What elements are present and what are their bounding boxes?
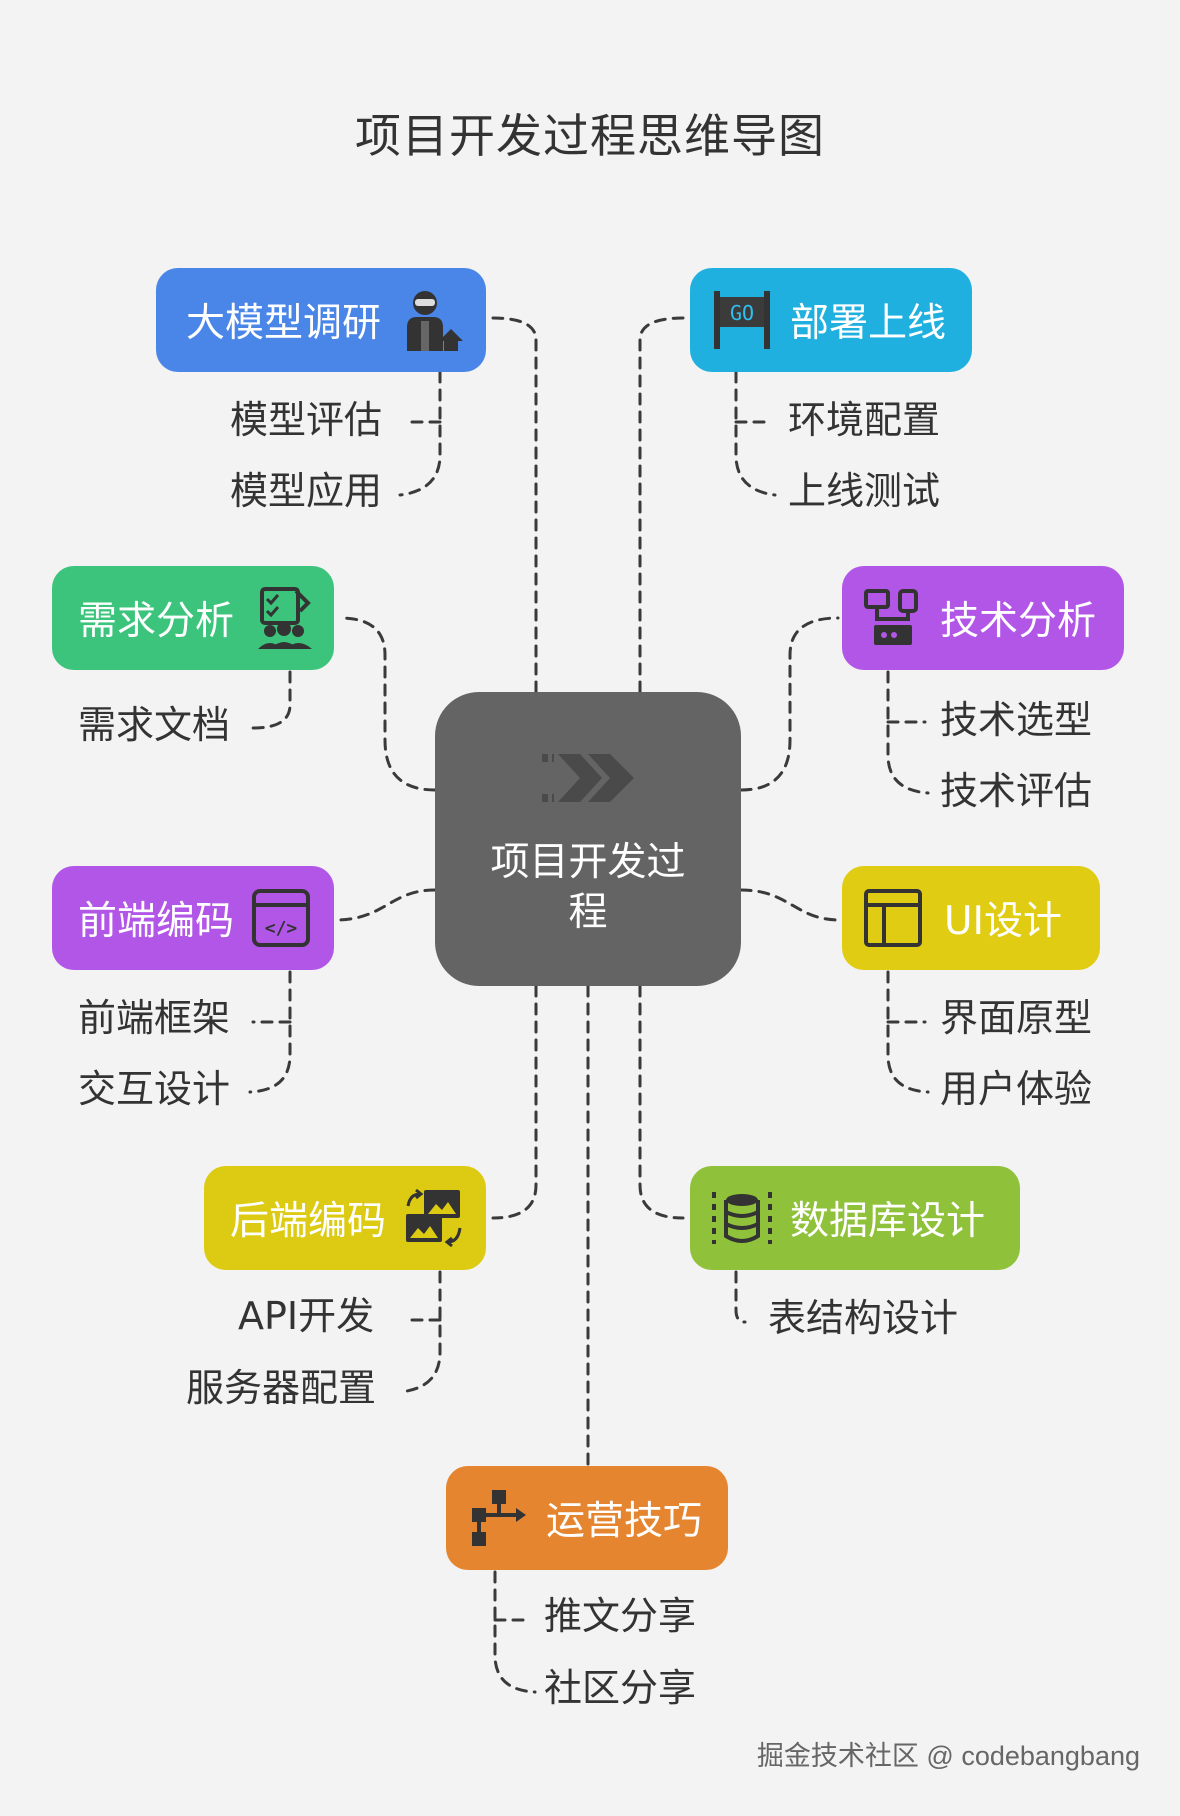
leaf-requirements-doc: 需求文档	[78, 703, 231, 747]
branch-research[interactable]: 大模型调研	[156, 268, 486, 372]
leaf-server-config: 服务器配置	[186, 1366, 377, 1410]
leaf-launch-test: 上线测试	[788, 469, 941, 513]
leaf-tech-selection: 技术选型	[940, 698, 1093, 742]
connector-research	[491, 316, 538, 694]
branch-database[interactable]: 数据库设计	[690, 1166, 1020, 1270]
leaf-model-evaluation: 模型评估	[230, 398, 383, 442]
connector-database	[638, 984, 685, 1220]
branch-backend-label: 后端编码	[230, 1199, 387, 1244]
leaf-tech-evaluation: 技术评估	[940, 769, 1093, 813]
workflow-icon	[468, 1488, 528, 1548]
page-title: 项目开发过程思维导图	[355, 109, 825, 163]
leaf-interaction-design: 交互设计	[78, 1067, 231, 1111]
branch-tech-label: 技术分析	[940, 599, 1097, 644]
connector-ui	[739, 888, 842, 922]
leaf-api-development: API开发	[238, 1294, 375, 1338]
leaf-post-sharing: 推文分享	[544, 1594, 697, 1638]
connector-backend	[491, 984, 538, 1220]
watermark-footer: 掘金技术社区 @ codebangbang	[756, 1741, 1140, 1771]
database-icon	[712, 1188, 772, 1248]
leaf-table-structure: 表结构设计	[768, 1296, 959, 1340]
connector-requirements	[338, 616, 437, 792]
go-flag-icon: GO	[712, 289, 772, 351]
leaf-model-application: 模型应用	[230, 469, 383, 513]
branch-requirements-label: 需求分析	[78, 599, 235, 644]
branch-frontend-label: 前端编码	[78, 899, 235, 944]
layout-window-icon	[864, 889, 922, 947]
leaf-interface-prototype: 界面原型	[940, 996, 1093, 1040]
image-sync-icon	[404, 1188, 464, 1248]
connector-frontend-leaves	[248, 970, 292, 1094]
ai-engineer-icon	[403, 287, 465, 353]
branch-operations-label: 运营技巧	[546, 1499, 703, 1544]
svg-text:GO: GO	[730, 301, 754, 325]
connector-tech-leaves	[886, 670, 930, 795]
connector-deploy	[638, 316, 685, 694]
connector-operations-leaves	[493, 1570, 537, 1694]
leaf-community-sharing: 社区分享	[544, 1666, 697, 1710]
connector-database-leaves	[734, 1270, 747, 1324]
branch-database-label: 数据库设计	[790, 1199, 986, 1244]
connector-research-leaves	[398, 370, 442, 497]
branch-deploy-label: 部署上线	[790, 301, 947, 346]
connector-frontend	[333, 888, 437, 922]
center-node[interactable]: 项目开发过程	[435, 692, 741, 986]
svg-text:</>: </>	[265, 918, 298, 939]
branch-ui[interactable]: UI设计	[842, 866, 1100, 970]
connector-backend-leaves	[398, 1270, 442, 1394]
branch-tech[interactable]: 技术分析	[842, 566, 1124, 670]
code-window-icon: </>	[252, 889, 311, 947]
leaf-frontend-framework: 前端框架	[78, 996, 231, 1040]
branch-frontend[interactable]: 前端编码 </>	[52, 866, 334, 970]
forward-arrows-icon	[540, 752, 636, 808]
connector-tech	[739, 616, 840, 792]
branch-research-label: 大模型调研	[186, 301, 382, 346]
branch-requirements[interactable]: 需求分析	[52, 566, 334, 670]
branch-operations[interactable]: 运营技巧	[446, 1466, 728, 1570]
connector-requirements-leaves	[251, 670, 292, 730]
center-label: 项目开发过程	[490, 840, 686, 935]
connector-ui-leaves	[886, 970, 930, 1094]
checklist-team-icon	[256, 587, 314, 649]
leaf-user-experience: 用户体验	[940, 1067, 1093, 1111]
branch-ui-label: UI设计	[944, 899, 1063, 944]
connector-deploy-leaves	[734, 370, 777, 497]
leaf-env-config: 环境配置	[788, 398, 941, 442]
branch-deploy[interactable]: GO 部署上线	[690, 268, 972, 372]
branch-backend[interactable]: 后端编码	[204, 1166, 486, 1270]
network-devices-icon	[864, 589, 922, 647]
